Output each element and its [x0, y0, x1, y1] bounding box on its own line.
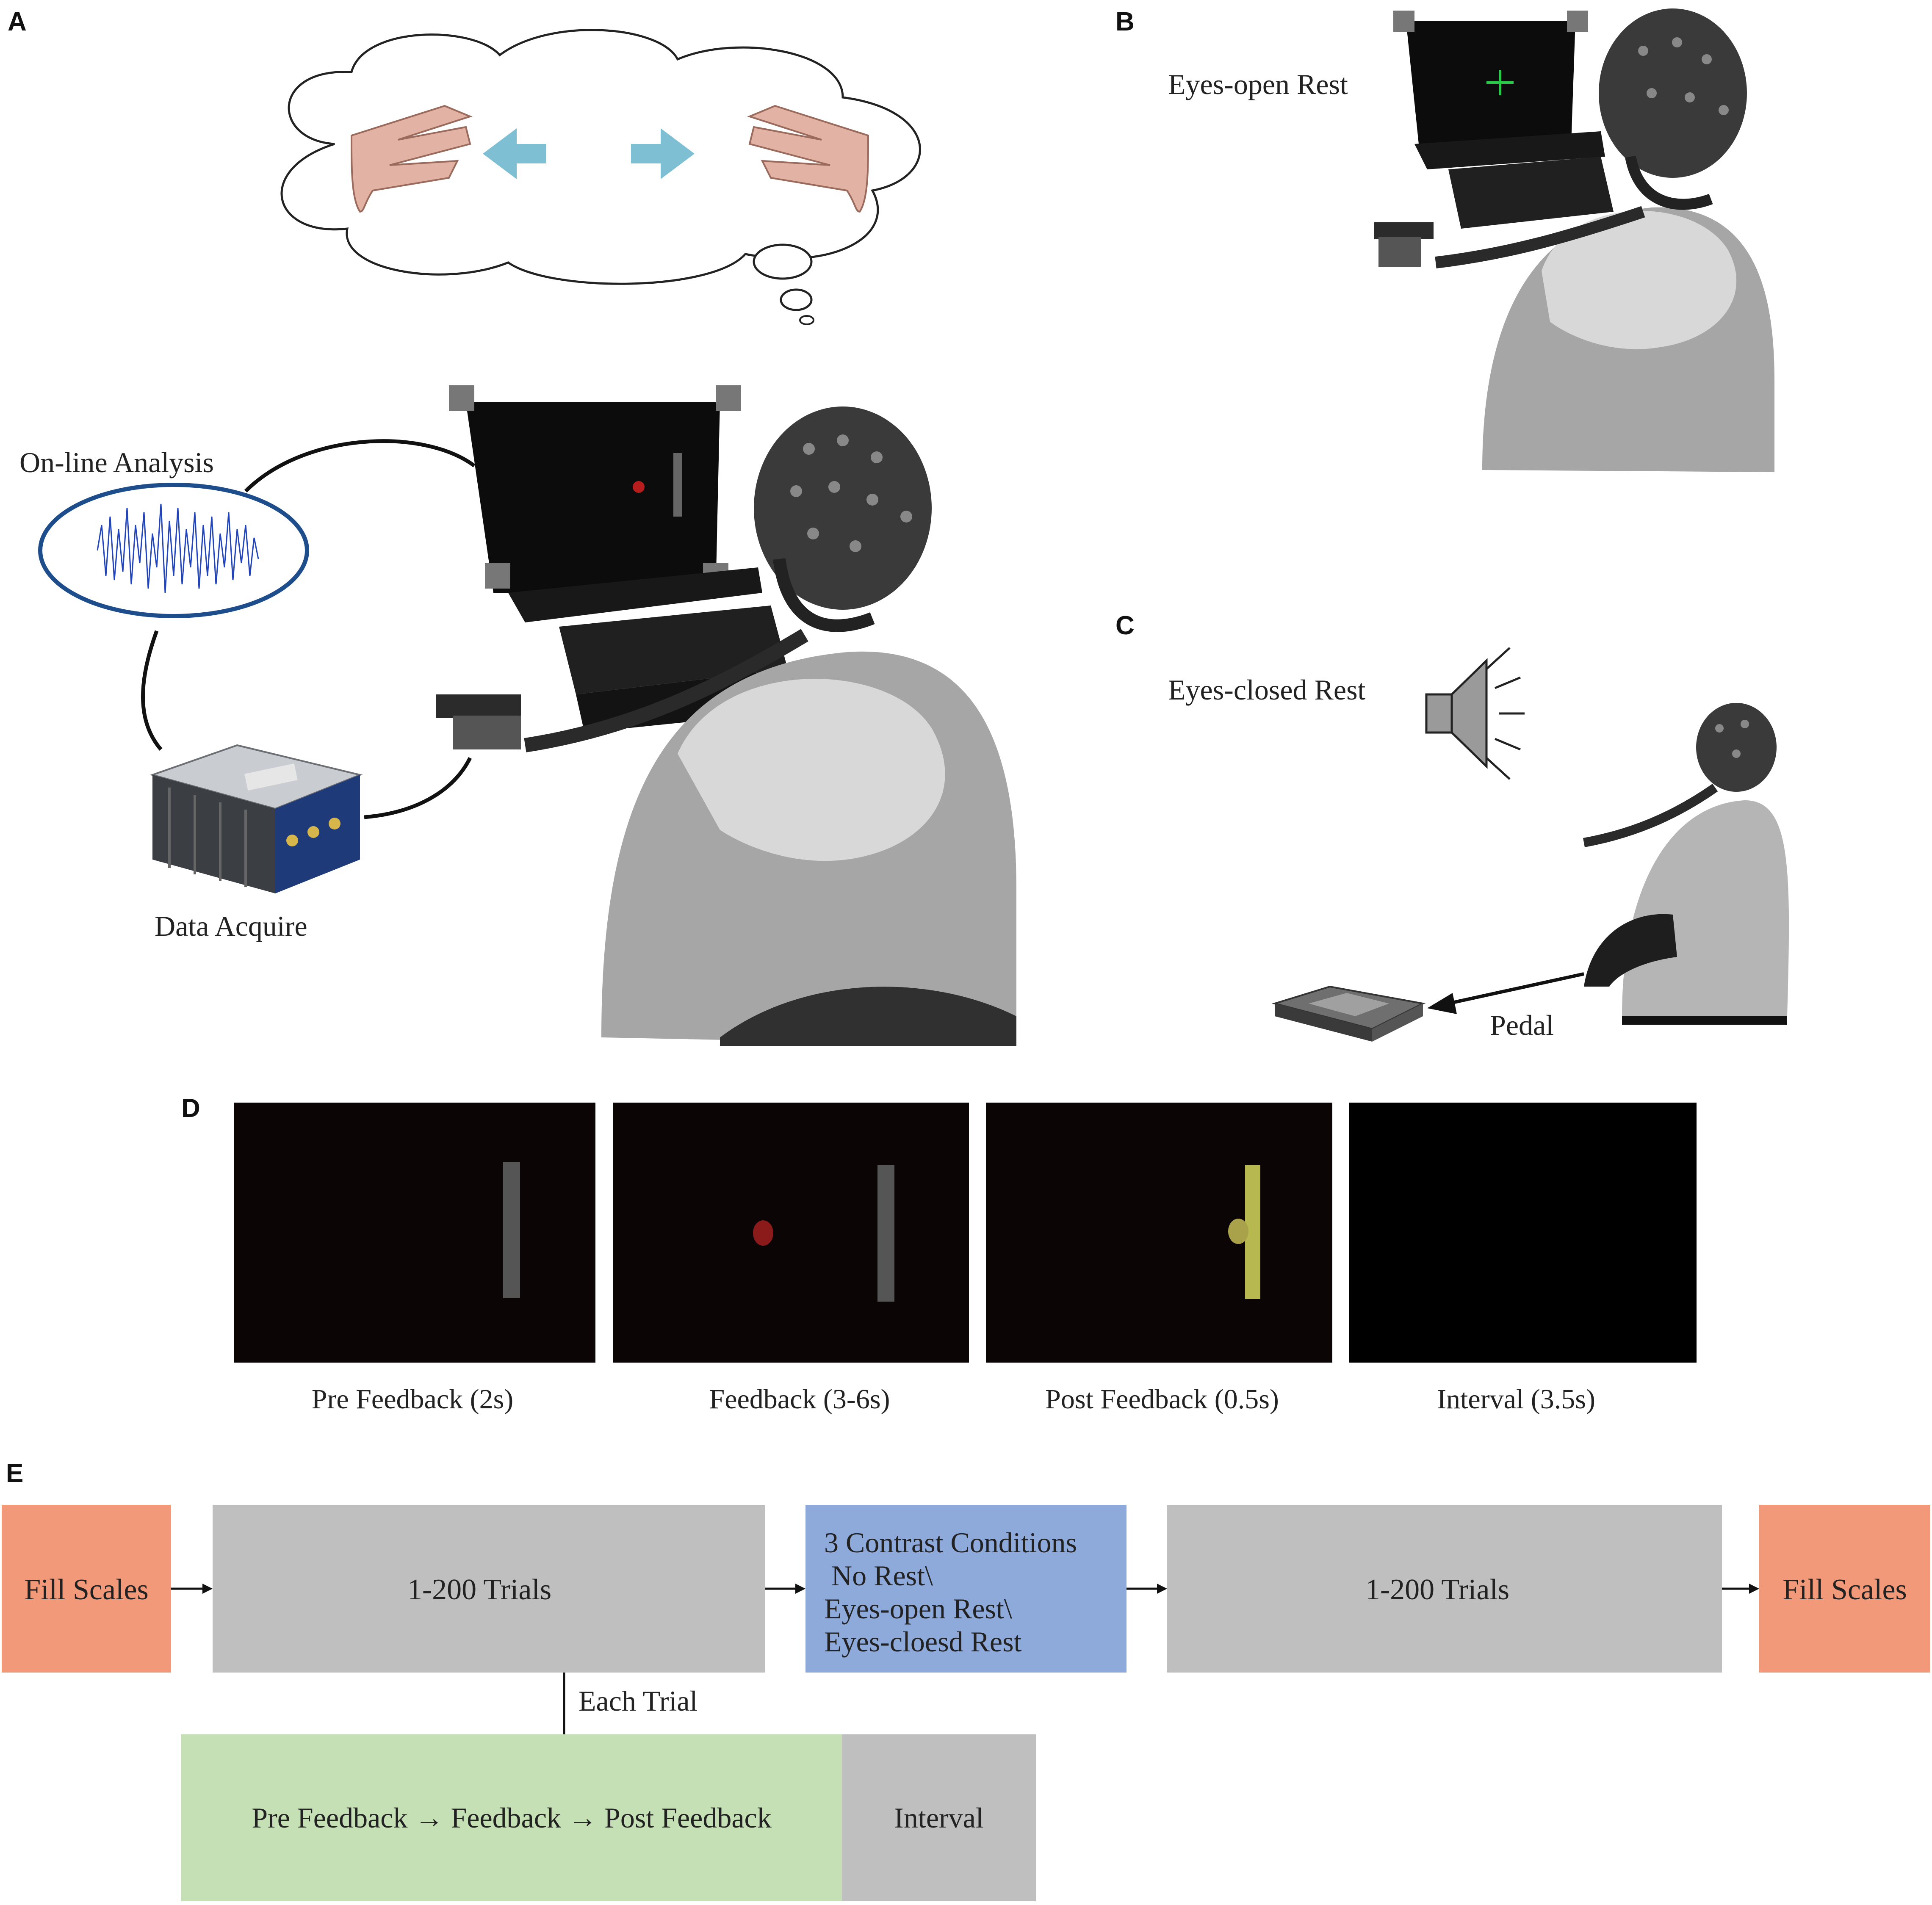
screen-label-feedback: Feedback (3-6s) [709, 1384, 890, 1415]
participant-b [1435, 8, 1774, 473]
speaker-icon [1425, 647, 1525, 780]
panel-d-letter: D [181, 1094, 200, 1123]
contrast-line-3: Eyes-open Rest\ [824, 1593, 1012, 1625]
each-trial-label: Each Trial [578, 1685, 698, 1717]
screen-label-interval: Interval (3.5s) [1437, 1384, 1595, 1415]
panel-a-letter: A [8, 7, 27, 36]
thought-bubble-small [799, 315, 814, 325]
link-analysis-to-monitor [244, 439, 476, 493]
box-trial-sequence: Pre Feedback → Feedback → Post Feedback [181, 1734, 842, 1901]
box-interval: Interval [842, 1734, 1036, 1901]
panel-b-letter: B [1115, 7, 1135, 36]
pedal-label: Pedal [1490, 1009, 1554, 1041]
participant-c [1583, 703, 1789, 1025]
pedal-arrow-line [1448, 972, 1584, 1005]
screen-interval [1349, 1103, 1697, 1363]
box-trials-first: 1-200 Trials [213, 1505, 765, 1673]
monitor-ball [633, 481, 645, 493]
amplifier-icon [149, 744, 363, 893]
hand-right-icon [747, 105, 869, 213]
data-acquire-label: Data Acquire [155, 910, 307, 942]
panel-c-letter: C [1115, 611, 1135, 640]
eeg-cap-icon [524, 406, 1016, 1046]
box-contrast-conditions: 3 Contrast Conditions No Rest\ Eyes-open… [805, 1505, 1127, 1673]
monitor-b-icon [1374, 11, 1614, 267]
contrast-line-1: 3 Contrast Conditions [824, 1526, 1077, 1559]
trials-second-text: 1-200 Trials [1365, 1573, 1509, 1606]
thought-bubble-medium [780, 288, 813, 311]
eyes-closed-rest-label: Eyes-closed Rest [1168, 674, 1366, 706]
trials-first-text: 1-200 Trials [407, 1573, 551, 1606]
box-fill-scales-start: Fill Scales [2, 1505, 171, 1673]
hand-left-icon [350, 105, 473, 213]
trial-sequence-text: Pre Feedback → Feedback → Post Feedback [252, 1802, 771, 1834]
fill-scales-end-text: Fill Scales [1783, 1573, 1907, 1606]
screen-label-pre-feedback: Pre Feedback (2s) [312, 1384, 514, 1415]
panel-e-letter: E [6, 1459, 23, 1488]
online-analysis-label: On-line Analysis [19, 446, 214, 478]
hit-ball [1228, 1219, 1248, 1244]
feedback-ball [753, 1220, 773, 1246]
pedal-icon [1271, 985, 1426, 1042]
screen-label-post-feedback: Post Feedback (0.5s) [1045, 1384, 1279, 1415]
monitor-target-bar [673, 453, 682, 517]
monitor-icon [449, 385, 792, 733]
screen-pre-feedback [234, 1103, 595, 1363]
fill-scales-start-text: Fill Scales [24, 1573, 149, 1606]
target-bar [877, 1165, 894, 1302]
thought-cloud [280, 29, 921, 325]
contrast-line-4: Eyes-cloesd Rest [824, 1626, 1022, 1658]
link-amplifier-to-headset [364, 757, 472, 819]
box-trials-second: 1-200 Trials [1167, 1505, 1722, 1673]
screen-feedback [613, 1103, 969, 1363]
pedal-arrow-head [1427, 993, 1457, 1014]
contrast-line-2: No Rest\ [824, 1559, 933, 1592]
interval-text: Interval [894, 1802, 983, 1834]
arrow-left-cue [483, 128, 546, 179]
haptic-device-icon [436, 694, 521, 749]
arrow-right-cue [631, 128, 695, 179]
box-fill-scales-end: Fill Scales [1759, 1505, 1930, 1673]
eyes-open-rest-label: Eyes-open Rest [1168, 68, 1348, 100]
eeg-signal-trace [97, 503, 259, 593]
link-analysis-to-amplifier [141, 630, 163, 751]
thought-bubble-large [753, 243, 813, 280]
target-bar [503, 1162, 520, 1298]
online-analysis-ellipse [38, 483, 309, 618]
screen-post-feedback [986, 1103, 1332, 1363]
